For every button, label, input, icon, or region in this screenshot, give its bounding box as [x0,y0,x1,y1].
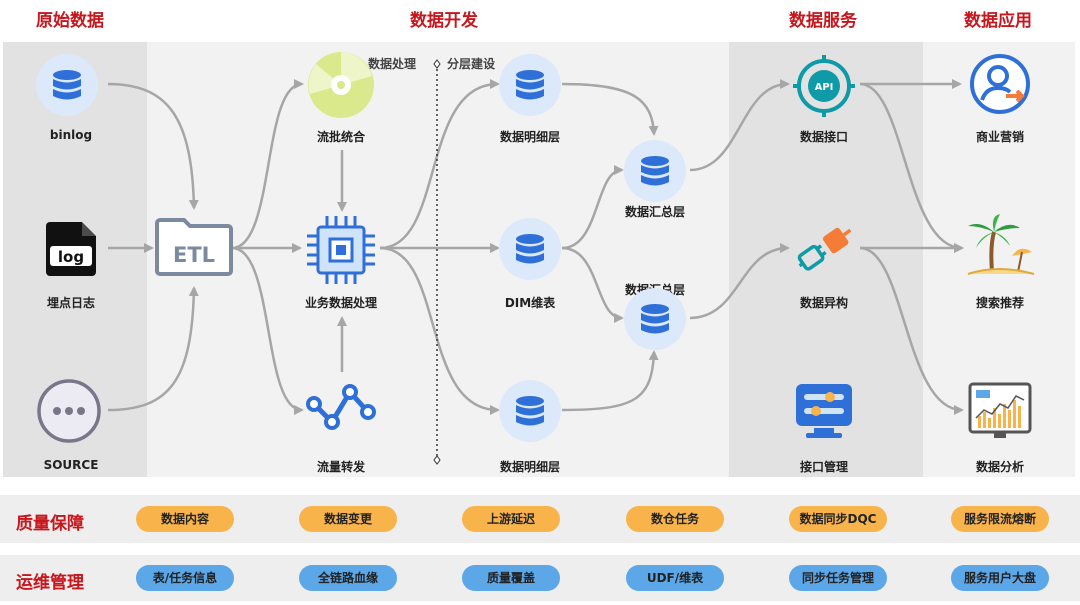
analysis-chart-icon [968,382,1032,438]
quality-item: 上游延迟 [462,506,560,532]
dim-db-icon [499,218,561,280]
edge-api-search [859,82,964,253]
ops-item: 服务用户大盘 [951,565,1049,591]
biz-process-chip-icon [307,216,375,284]
edge-detail-bottom-summary [561,350,659,412]
quality-item: 数据变更 [299,506,397,532]
interface-mgmt-label: 接口管理 [799,460,848,474]
search-label: 搜索推荐 [975,296,1024,310]
svg-text:log: log [58,248,84,266]
quality-item: 数据内容 [136,506,234,532]
biz-process-label: 业务数据处理 [304,296,377,310]
edge-etl-stream [231,79,304,250]
summary-bottom-db-icon [624,288,686,350]
svg-text:API: API [815,82,834,93]
edge-summary-hetero [689,243,790,320]
divider-bottom-marker [433,455,441,465]
binlog-db-icon [36,54,98,116]
source-more-icon [37,379,101,443]
api-label: 数据接口 [799,130,848,144]
ops-item: 质量覆盖 [462,565,560,591]
heterogeneous-label: 数据异构 [799,296,848,310]
stream-batch-disc-icon [308,52,374,118]
detail-top-db-icon [499,54,561,116]
svg-text:ETL: ETL [173,243,215,267]
edge-detail-top-summary [561,82,659,136]
heterogeneous-plug-icon [797,227,852,271]
summary-top-db-icon [624,140,686,202]
etl-icon: ETL [155,218,233,276]
dev-panel [147,42,729,477]
ops-item: 全链路血缘 [299,565,397,591]
edge-dim-summary-bottom [561,246,624,323]
quality-title: 质量保障 [16,514,84,534]
quality-item: 服务限流熔断 [951,506,1049,532]
edge-dim-summary-top [561,165,624,250]
section-title-apps: 数据应用 [964,11,1032,31]
detail-top-label: 数据明细层 [499,130,560,144]
edge-binlog-etl [107,82,199,210]
traffic-label: 流量转发 [316,460,365,474]
detail-bottom-db-icon [499,380,561,442]
section-title-dev: 数据开发 [410,11,478,31]
edge-biz-detail-bottom [379,246,500,415]
marketing-label: 商业营销 [975,130,1024,144]
interface-mgmt-icon [796,384,852,438]
divider-top-marker [433,59,441,69]
ops-item: UDF/维表 [626,565,724,591]
analysis-label: 数据分析 [975,460,1024,474]
stream-batch-label: 流批统合 [316,130,365,144]
quality-band: 质量保障 数据内容 数据变更 上游延迟 数仓任务 数据同步DQC 服务限流熔断 [0,495,1080,543]
quality-item: 数仓任务 [626,506,724,532]
binlog-label: binlog [49,128,93,142]
section-title-raw: 原始数据 [36,11,104,31]
section-title-service: 数据服务 [789,11,857,31]
traffic-forward-icon [306,384,376,430]
divider-label-processing: 数据处理 [368,57,417,71]
search-palm-icon [967,214,1035,275]
ops-band: 运维管理 表/任务信息 全链路血缘 质量覆盖 UDF/维表 同步任务管理 服务用… [0,555,1080,601]
ops-item: 表/任务信息 [136,565,234,591]
source-label: SOURCE [43,458,99,472]
edge-biz-detail-top [379,79,500,250]
edge-source-etl [107,286,199,412]
ops-item: 同步任务管理 [789,565,887,591]
edge-hetero-analysis [859,246,964,415]
divider-label-layering: 分层建设 [447,57,496,71]
dim-label: DIM维表 [504,296,556,310]
detail-bottom-label: 数据明细层 [499,460,560,474]
summary-top-label: 数据汇总层 [624,205,685,219]
log-label: 埋点日志 [46,296,95,310]
edge-etl-traffic [231,246,304,415]
marketing-user-icon [970,54,1030,114]
edge-summary-api [689,79,790,172]
quality-item: 数据同步DQC [789,506,887,532]
api-icon: API [793,55,855,117]
ops-title: 运维管理 [16,573,84,593]
log-file-icon: log [46,222,96,276]
